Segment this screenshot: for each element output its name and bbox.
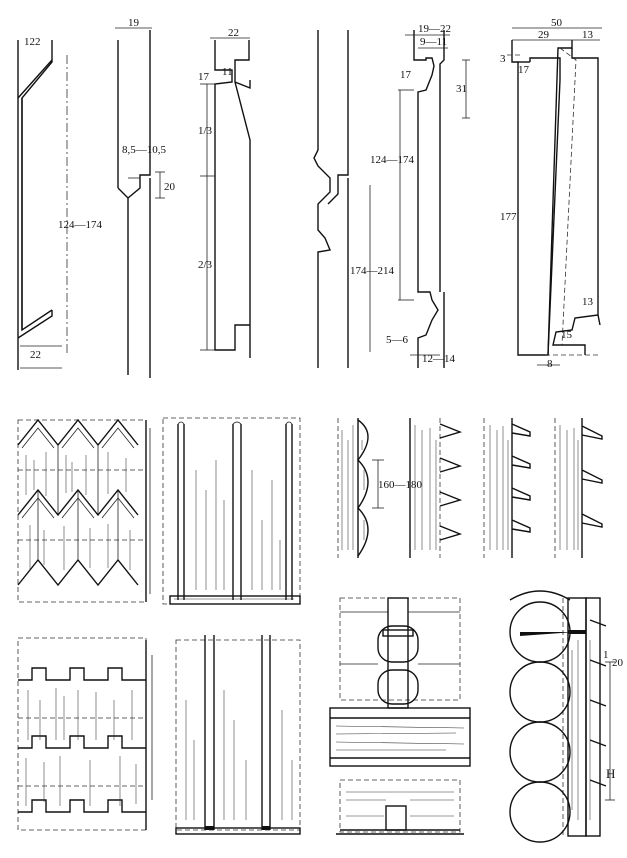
log-joint-detail <box>329 597 471 835</box>
batten-panel-upper <box>162 417 301 605</box>
profile-b-drawing: 19 8,5—10,5 20 <box>115 17 176 378</box>
profile-d-drawing: 19—22 9—11 17 31 124—174 174—214 5—6 12—… <box>313 23 470 368</box>
profile-d-dim-rebate: 17 <box>400 69 412 81</box>
profile-e-dim-heel: 15 <box>561 329 573 341</box>
profile-d-dim-mould: 31 <box>456 83 467 95</box>
profile-e-dim-base: 8 <box>547 358 553 370</box>
profile-c-dim-upper: 1/3 <box>198 125 213 137</box>
profile-e-dim-face: 29 <box>538 29 550 41</box>
profile-a-dim-height: 124—174 <box>58 219 103 231</box>
scallop-dim-height: 160—180 <box>378 479 423 491</box>
profile-b-dim-width: 19 <box>128 17 140 29</box>
profile-b-dim-tongue: 8,5—10,5 <box>122 144 167 156</box>
profile-a-drawing: 122 124—174 22 <box>17 36 103 370</box>
profile-e-dim-height: 177 <box>500 211 517 223</box>
profile-d-dim-width: 19—22 <box>418 23 451 35</box>
profile-d-dim-overall: 174—214 <box>350 265 395 277</box>
profile-a-dim-bottom: 22 <box>30 349 41 361</box>
profile-d-dim-gap: 5—6 <box>386 334 409 346</box>
profile-c-dim-lap: 17 <box>198 71 210 83</box>
log-wall-dim-ratio-den: 20 <box>612 657 624 669</box>
profile-b-dim-rebate: 20 <box>164 181 176 193</box>
profile-e-dim-gap: 3 <box>500 53 506 65</box>
profile-e-dim-edge: 13 <box>582 29 594 41</box>
overlap-siding-drawing <box>483 418 603 558</box>
profile-c-drawing: 22 17 11 1/3 2/3 <box>198 27 251 358</box>
profile-d-dim-bottom: 12—14 <box>422 353 456 365</box>
profile-e-dim-foot: 13 <box>582 296 594 308</box>
profile-e-dim-width: 50 <box>551 17 563 29</box>
diamond-shingle-panel <box>17 418 151 603</box>
profile-c-dim-width: 22 <box>228 27 239 39</box>
profile-e-dim-lap: 17 <box>518 64 530 76</box>
log-wall-dim-ratio-num: 1 <box>603 649 609 661</box>
profile-e-drawing: 50 29 13 3 17 177 13 15 8 <box>500 17 602 370</box>
log-wall-dim-height: H <box>606 766 615 781</box>
profile-d-dim-lip: 9—11 <box>420 36 447 48</box>
castellated-shingle-panel <box>17 637 153 831</box>
batten-panel-lower <box>175 635 301 835</box>
profile-c-dim-lip: 11 <box>222 66 233 78</box>
log-wall-section: 1 20 H <box>509 590 624 843</box>
profile-c-dim-lower: 2/3 <box>198 259 213 271</box>
profile-d-dim-face: 124—174 <box>370 154 415 166</box>
profile-a-dim-top: 122 <box>24 36 41 48</box>
scallop-siding-drawing: 160—180 <box>337 418 463 558</box>
